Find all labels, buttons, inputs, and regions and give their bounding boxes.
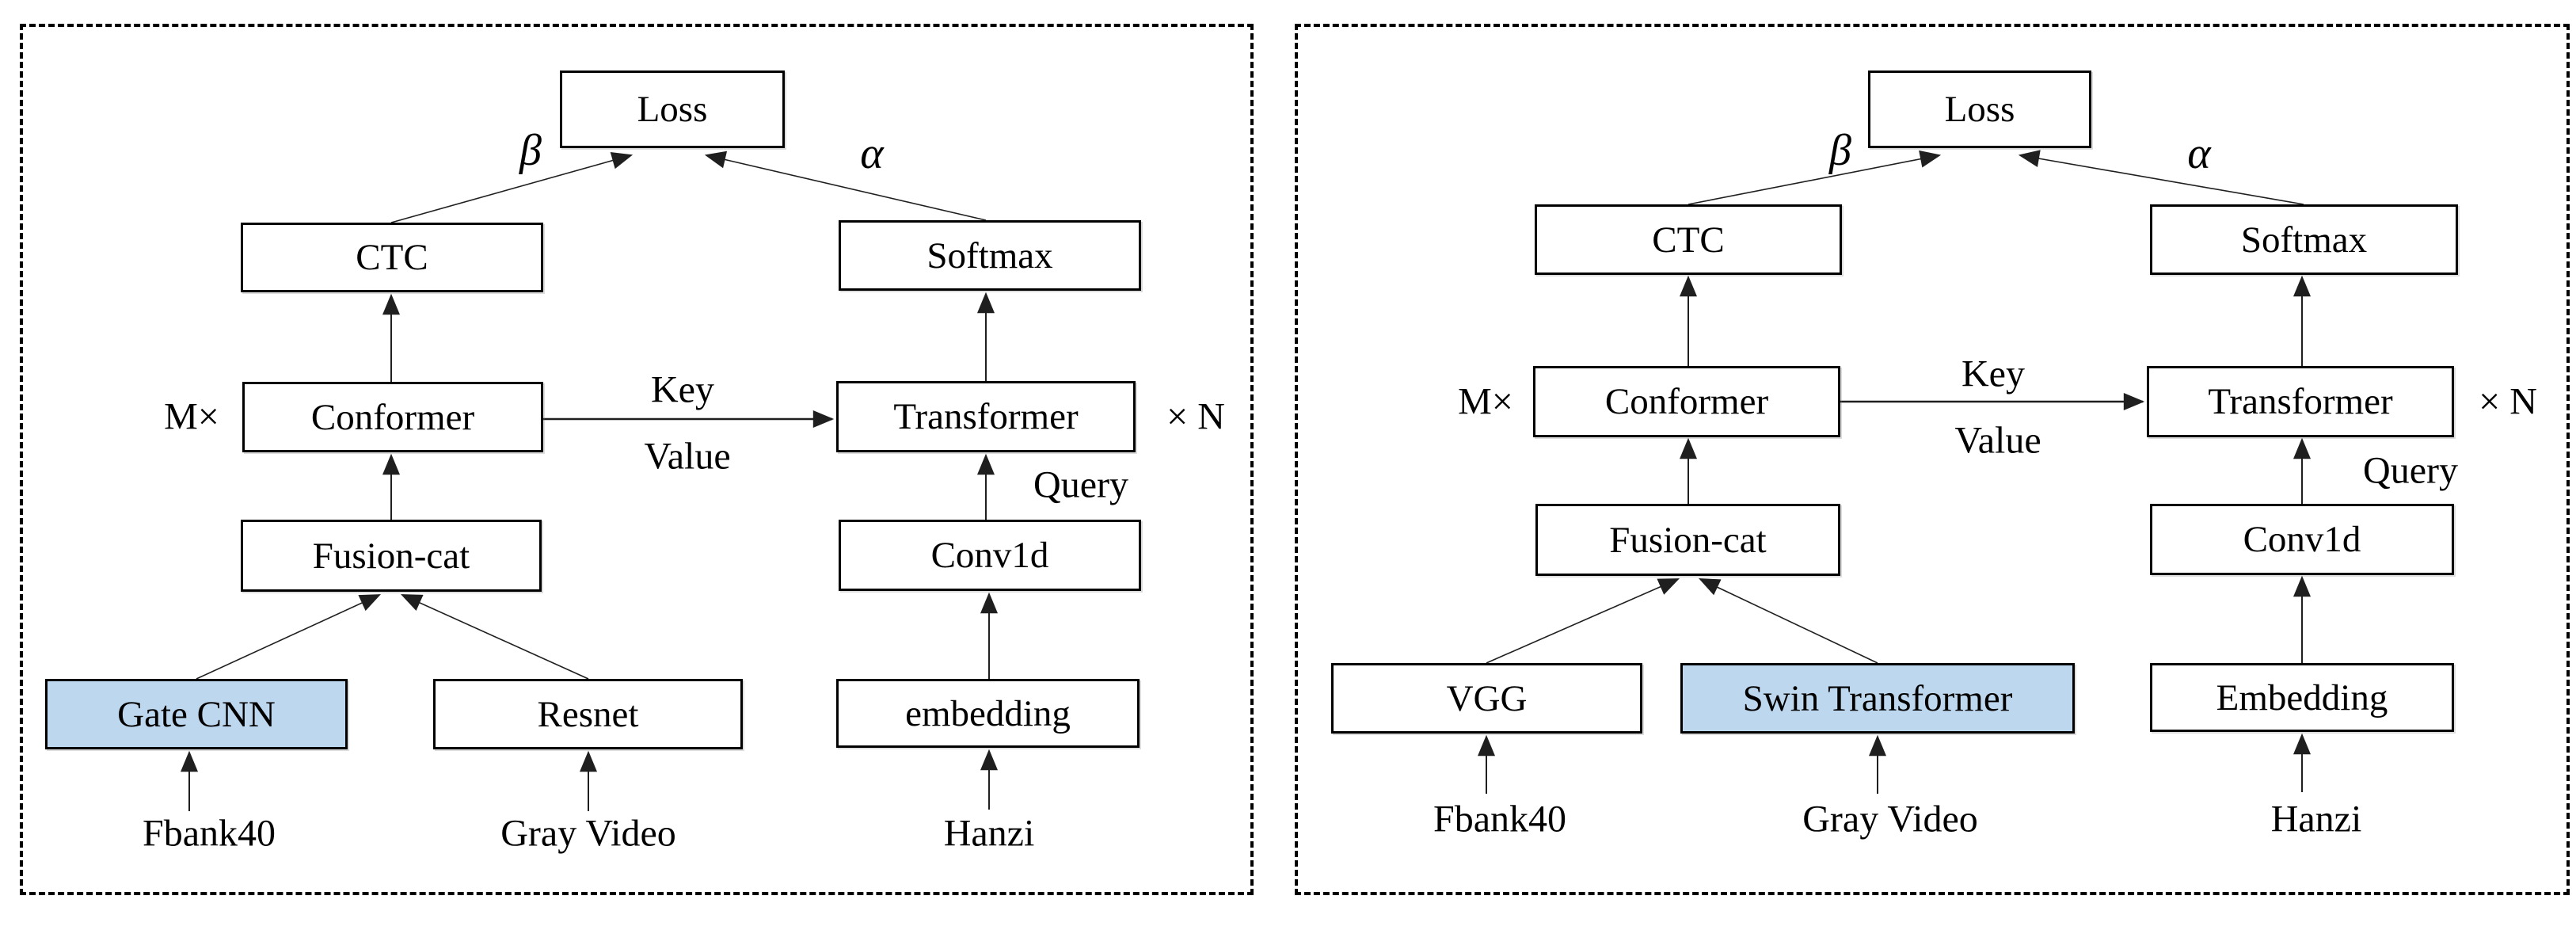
label-beta: β (1829, 126, 1851, 175)
label-value: Value (1954, 419, 2041, 462)
node-ctc: CTC (1535, 204, 1842, 275)
node-conformer: Conformer (242, 382, 543, 452)
label-fbank40: Fbank40 (1433, 798, 1566, 840)
label-m-times: M× (164, 395, 219, 438)
node-ctc: CTC (241, 223, 543, 292)
flow-arrow (390, 151, 634, 223)
label-key: Key (1961, 353, 2025, 395)
node-loss: Loss (1868, 71, 2091, 148)
node-embedding: embedding (836, 679, 1140, 748)
label-times-n: × N (1166, 395, 1225, 438)
node-conv1d: Conv1d (839, 520, 1141, 591)
label-m-times: M× (1458, 380, 1513, 423)
label-gray-video: Gray Video (1802, 798, 1978, 840)
label-hanzi: Hanzi (943, 812, 1035, 855)
flow-arrow (2018, 150, 2304, 205)
node-transformer: Transformer (2147, 366, 2454, 437)
flow-arrow (1688, 150, 1942, 205)
flow-arrow (1486, 578, 1680, 664)
node-resnet: Resnet (433, 679, 743, 749)
node-gate-cnn: Gate CNN (45, 679, 348, 749)
label-beta: β (519, 126, 542, 175)
node-fusion-cat: Fusion-cat (1535, 504, 1840, 576)
label-gray-video: Gray Video (500, 812, 676, 855)
node-loss: Loss (560, 71, 785, 148)
node-softmax: Softmax (839, 220, 1141, 291)
flow-arrow (704, 151, 987, 221)
flow-arrow (1699, 578, 1878, 664)
node-conformer: Conformer (1533, 366, 1840, 437)
label-query: Query (1033, 463, 1128, 506)
label-query: Query (2363, 449, 2458, 492)
label-alpha: α (2187, 129, 2211, 178)
label-key: Key (651, 368, 714, 411)
node-conv1d: Conv1d (2150, 504, 2454, 575)
node-embedding: Embedding (2150, 663, 2454, 732)
label-alpha: α (860, 129, 884, 178)
flow-arrow (196, 594, 381, 680)
node-swin-transformer: Swin Transformer (1680, 663, 2075, 734)
node-vgg: VGG (1331, 663, 1642, 734)
node-softmax: Softmax (2150, 204, 2458, 275)
node-transformer: Transformer (836, 381, 1136, 452)
flow-arrow (400, 594, 589, 680)
node-fusion-cat: Fusion-cat (241, 520, 542, 592)
label-hanzi: Hanzi (2270, 798, 2362, 840)
label-value: Value (644, 435, 731, 478)
label-fbank40: Fbank40 (143, 812, 276, 855)
label-times-n: × N (2479, 380, 2537, 423)
